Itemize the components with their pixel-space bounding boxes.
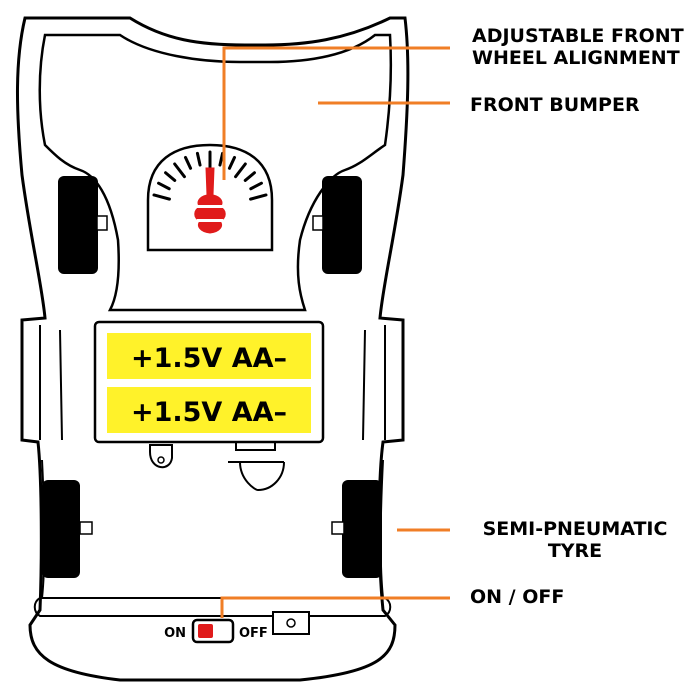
dial-tick (195, 151, 202, 167)
reset-button-icon[interactable] (272, 611, 310, 635)
callout-switch-line1: ON / OFF (470, 586, 565, 608)
battery-1: +1.5V AA– (107, 333, 311, 379)
callout-on-off: ON / OFF (470, 586, 564, 608)
dial-tick (227, 155, 237, 170)
dial-tick (173, 162, 186, 179)
callout-tyre-line2: TYRE (547, 540, 603, 562)
battery-1-label: +1.5V AA– (131, 343, 287, 374)
callout-tyre-line1: SEMI-PNEUMATIC (482, 518, 668, 540)
switch-on-label: ON (164, 626, 186, 641)
dial-tick (234, 162, 247, 179)
front-left-tyre (58, 176, 108, 274)
toggle-switch-icon[interactable] (191, 618, 235, 644)
callout-alignment-line2: WHEEL ALIGNMENT (472, 47, 680, 69)
dial-tick (249, 181, 263, 191)
dial-tick (157, 181, 171, 191)
dial-tick (164, 171, 177, 182)
rear-right-tyre (331, 480, 382, 578)
callout-alignment-line1: ADJUSTABLE FRONT (472, 25, 684, 47)
leader-alignment (222, 46, 450, 180)
battery-cover-screw-tab (149, 444, 173, 468)
battery-2-label: +1.5V AA– (131, 397, 287, 428)
callout-front-bumper: FRONT BUMPER (470, 94, 640, 116)
callout-semi-pneumatic-tyre: SEMI-PNEUMATIC TYRE (470, 518, 680, 562)
rear-left-tyre (42, 480, 93, 578)
dial-tick (183, 155, 193, 170)
car-body-inner-contour (38, 33, 393, 312)
battery-cover-latch (228, 442, 285, 492)
callout-front-wheel-alignment: ADJUSTABLE FRONT WHEEL ALIGNMENT (472, 25, 684, 69)
battery-2: +1.5V AA– (107, 387, 311, 433)
leader-lines (220, 46, 450, 618)
switch-off-label: OFF (239, 626, 268, 641)
dial-tick (152, 193, 171, 201)
alignment-dial-icon (146, 143, 274, 252)
leader-switch (220, 596, 450, 618)
dial-tick (243, 171, 256, 182)
front-right-tyre (312, 176, 362, 274)
dial-tick (218, 151, 225, 167)
dial-tick (249, 193, 268, 201)
callout-bumper-line1: FRONT BUMPER (470, 94, 640, 116)
car-body-side-lines (39, 325, 386, 441)
car-body-rear-contour (33, 597, 392, 617)
